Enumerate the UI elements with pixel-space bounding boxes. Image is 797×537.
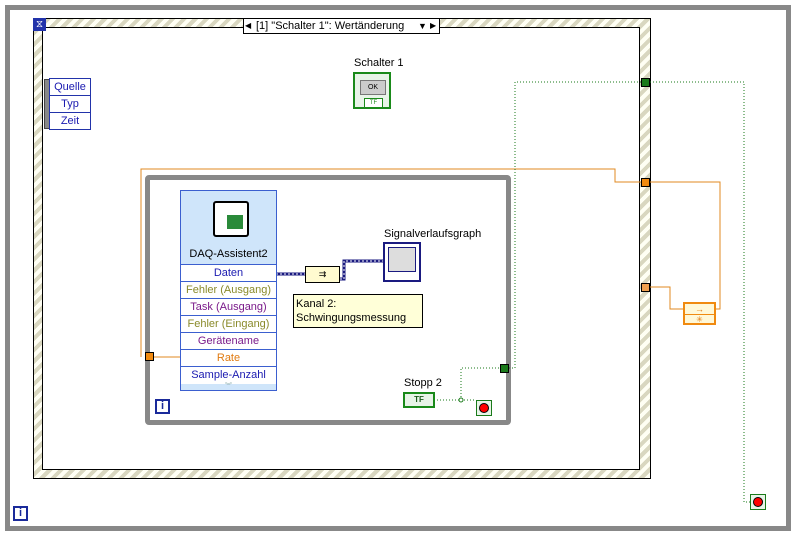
graph-label: Signalverlaufsgraph bbox=[384, 228, 482, 240]
outer-stop-condition-icon[interactable] bbox=[750, 494, 766, 510]
next-case-arrow-icon[interactable]: ▶ bbox=[430, 21, 437, 30]
orange-function-node[interactable]: → ✳ bbox=[683, 302, 716, 325]
terminal-sample-anzahl[interactable]: Sample-Anzahl bbox=[181, 366, 276, 384]
merge-signals-node[interactable]: ⇉ bbox=[305, 266, 340, 283]
inner-iteration-terminal: i bbox=[155, 399, 170, 414]
tf-type-badge: TF bbox=[364, 98, 383, 108]
daq-assistant-node[interactable]: DAQ-Assistent2 Daten Fehler (Ausgang) Ta… bbox=[180, 190, 277, 391]
event-data-node[interactable]: Quelle Typ Zeit bbox=[49, 78, 91, 130]
terminal-daten[interactable]: Daten bbox=[181, 264, 276, 282]
comment-line2: Schwingungsmessung bbox=[296, 312, 407, 324]
terminal-geraetename[interactable]: Gerätename bbox=[181, 332, 276, 350]
hourglass-icon: ⧖ bbox=[33, 18, 46, 31]
comment-line1: Kanal 2: bbox=[296, 298, 337, 310]
daq-title: DAQ-Assistent2 bbox=[189, 248, 268, 260]
schalter1-label: Schalter 1 bbox=[354, 57, 404, 69]
orange-wire-right-2 bbox=[650, 286, 683, 310]
orange-tunnel-inner[interactable] bbox=[145, 352, 154, 361]
event-case-selector[interactable]: ◀ [1] "Schalter 1": Wertänderung ▼ ▶ bbox=[243, 18, 440, 34]
stopp2-label: Stopp 2 bbox=[404, 377, 442, 389]
asterisk-icon: ✳ bbox=[696, 315, 703, 324]
comment-box[interactable]: Kanal 2: Schwingungsmessung bbox=[293, 294, 423, 328]
terminal-rate[interactable]: Rate bbox=[181, 349, 276, 367]
event-structure-interior bbox=[42, 27, 640, 470]
event-data-typ[interactable]: Typ bbox=[50, 96, 90, 113]
loop-condition-tunnel[interactable] bbox=[500, 364, 509, 373]
daq-assistant-icon bbox=[213, 201, 249, 237]
orange-tunnel-event-2[interactable] bbox=[641, 283, 650, 292]
waveform-graph-terminal[interactable] bbox=[383, 242, 421, 282]
outer-iteration-terminal: i bbox=[13, 506, 28, 521]
stopp2-terminal[interactable]: TF bbox=[403, 392, 435, 408]
expand-chevron-icon[interactable]: ︾ bbox=[225, 383, 232, 390]
green-tunnel-event[interactable] bbox=[641, 78, 650, 87]
orange-tunnel-event[interactable] bbox=[641, 178, 650, 187]
inner-while-loop[interactable] bbox=[145, 175, 511, 425]
arrow-right-icon: → bbox=[685, 304, 714, 315]
wire-junction bbox=[458, 397, 464, 403]
terminal-fehler-ausgang[interactable]: Fehler (Ausgang) bbox=[181, 281, 276, 299]
prev-case-arrow-icon[interactable]: ◀ bbox=[245, 21, 252, 30]
inner-stop-condition-icon[interactable] bbox=[476, 400, 492, 416]
boolean-wire-outer bbox=[509, 81, 750, 503]
event-data-quelle[interactable]: Quelle bbox=[50, 79, 90, 96]
dropdown-arrow-icon[interactable]: ▼ bbox=[418, 21, 427, 31]
selector-label: [1] "Schalter 1": Wertänderung bbox=[256, 20, 405, 32]
schalter1-terminal[interactable]: OK TF bbox=[353, 72, 391, 109]
event-data-zeit[interactable]: Zeit bbox=[60, 115, 80, 127]
dynamic-data-wire-2 bbox=[340, 259, 384, 281]
orange-wire-upper bbox=[140, 168, 645, 357]
outer-while-loop[interactable] bbox=[5, 5, 791, 531]
terminal-task-ausgang[interactable]: Task (Ausgang) bbox=[181, 298, 276, 316]
ok-button-icon: OK bbox=[360, 80, 386, 95]
terminal-fehler-eingang[interactable]: Fehler (Eingang) bbox=[181, 315, 276, 333]
orange-wire-right-1 bbox=[650, 181, 721, 310]
boolean-wire-stopp2 bbox=[434, 367, 501, 401]
